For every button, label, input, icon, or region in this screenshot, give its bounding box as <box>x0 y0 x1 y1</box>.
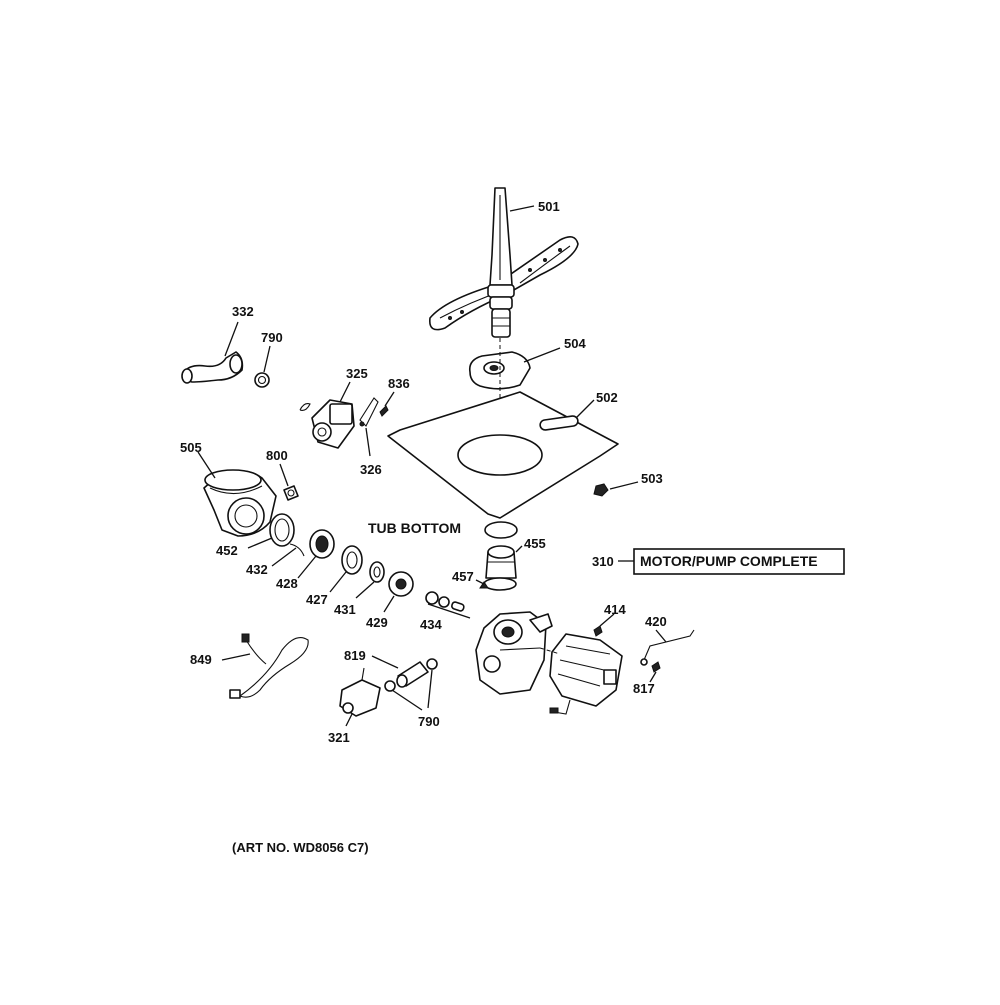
leader-819 <box>371 655 399 669</box>
tube-819[interactable] <box>396 661 429 688</box>
callout-505: 505 <box>180 440 202 455</box>
motor-centerline <box>539 647 561 655</box>
screw-836[interactable] <box>379 405 389 417</box>
callout-431: 431 <box>334 602 356 617</box>
callout-817: 817 <box>633 681 655 696</box>
leader-503 <box>609 481 639 490</box>
callout-790-lower: 790 <box>418 714 440 729</box>
motor[interactable] <box>549 633 623 715</box>
callout-503: 503 <box>641 471 663 486</box>
leader-800 <box>279 463 289 487</box>
leader-790b-1 <box>391 689 423 711</box>
callout-325: 325 <box>346 366 368 381</box>
callout-429: 429 <box>366 615 388 630</box>
sump-housing[interactable] <box>203 469 277 537</box>
leader-457 <box>475 579 485 585</box>
hose-clamp-lower[interactable] <box>384 658 438 692</box>
callout-455: 455 <box>524 536 546 551</box>
hub-cover[interactable] <box>468 351 531 390</box>
callout-321: 321 <box>328 730 350 745</box>
leader-434 <box>427 603 471 619</box>
retainer-432[interactable] <box>289 543 305 557</box>
leader-429 <box>383 595 395 613</box>
callout-849: 849 <box>190 652 212 667</box>
clip-800[interactable] <box>283 485 299 501</box>
leader-428 <box>297 555 317 579</box>
callout-452: 452 <box>216 543 238 558</box>
leader-427 <box>329 571 347 593</box>
callout-504: 504 <box>564 336 586 351</box>
callout-432: 432 <box>246 562 268 577</box>
valve-bracket[interactable] <box>359 397 379 427</box>
impeller-428[interactable] <box>309 529 335 559</box>
leader-790b-2 <box>427 669 433 709</box>
callout-790-upper: 790 <box>261 330 283 345</box>
callout-457: 457 <box>452 569 474 584</box>
leader-455 <box>515 545 523 553</box>
callout-836: 836 <box>388 376 410 391</box>
hose-clamp-upper[interactable] <box>254 372 270 388</box>
screw-414[interactable] <box>593 625 603 637</box>
tub-bottom-label: TUB BOTTOM <box>368 520 461 536</box>
water-valve[interactable] <box>299 399 355 449</box>
leader-332 <box>224 321 239 357</box>
callout-310: 310 <box>592 554 614 569</box>
leader-432 <box>271 547 297 567</box>
callout-819: 819 <box>344 648 366 663</box>
drain-valve[interactable] <box>339 667 381 717</box>
ring-431[interactable] <box>369 561 385 583</box>
seal-434[interactable] <box>425 591 465 612</box>
leader-817 <box>649 671 657 683</box>
plate-427[interactable] <box>341 545 363 575</box>
tub-gasket[interactable] <box>484 521 518 539</box>
leader-325 <box>339 381 351 403</box>
callout-414: 414 <box>604 602 626 617</box>
leader-321 <box>345 713 353 727</box>
callout-326: 326 <box>360 462 382 477</box>
wire-harness[interactable] <box>229 633 309 699</box>
leader-849 <box>221 653 251 661</box>
callout-800: 800 <box>266 448 288 463</box>
bracket-420[interactable] <box>640 629 695 666</box>
callout-420: 420 <box>645 614 667 629</box>
leader-502 <box>575 399 595 419</box>
impeller-429[interactable] <box>388 571 414 597</box>
callout-501: 501 <box>538 199 560 214</box>
motor-pump-box <box>633 548 845 575</box>
filter-screen[interactable] <box>387 391 619 519</box>
leader-414 <box>599 613 615 627</box>
callout-434: 434 <box>420 617 442 632</box>
leader-505 <box>197 451 216 479</box>
motor-pump-label: MOTOR/PUMP COMPLETE <box>640 553 818 569</box>
callout-332: 332 <box>232 304 254 319</box>
leader-326 <box>365 427 371 457</box>
leader-504 <box>523 347 561 363</box>
leader-501 <box>509 205 535 212</box>
coupling-455[interactable] <box>485 545 517 579</box>
callout-428: 428 <box>276 576 298 591</box>
leader-452 <box>247 537 273 549</box>
callout-427: 427 <box>306 592 328 607</box>
leader-836 <box>384 391 395 407</box>
wash-arm-assembly[interactable] <box>428 187 579 338</box>
art-number: (ART NO. WD8056 C7) <box>232 840 369 855</box>
seal-ring-452[interactable] <box>269 513 295 547</box>
screw-817[interactable] <box>651 661 661 673</box>
callout-502: 502 <box>596 390 618 405</box>
hose[interactable] <box>181 351 244 384</box>
filter-nut[interactable] <box>593 483 609 497</box>
pump-housing[interactable] <box>475 611 553 695</box>
leader-420 <box>655 629 667 643</box>
clamp-457[interactable] <box>479 577 517 591</box>
leader-790a <box>263 345 271 373</box>
leader-431 <box>355 581 375 599</box>
